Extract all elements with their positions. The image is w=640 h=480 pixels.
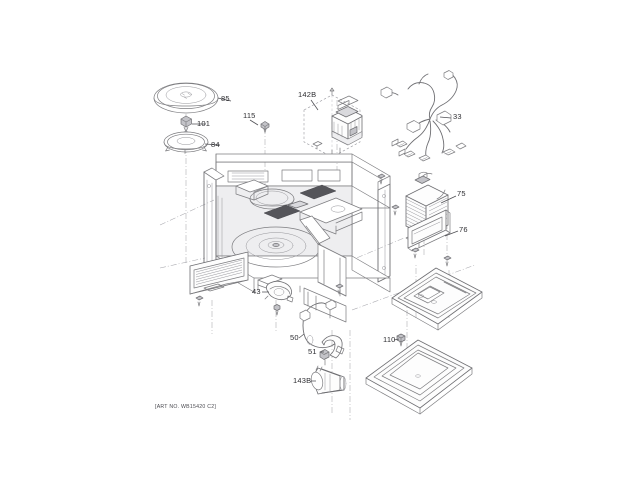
oven-cavity-assembly — [203, 153, 400, 323]
part-bottom-base-plate — [365, 339, 473, 415]
part-110-base-plate-screw — [396, 333, 406, 347]
art-number-caption: [ART NO. WB15420 C2] — [155, 404, 217, 410]
part-base-duct-pan — [391, 267, 483, 331]
callout-110: 110 — [383, 335, 396, 344]
callout-84: 84 — [211, 140, 220, 149]
part-143B-high-voltage-capacitor — [310, 365, 347, 395]
part-142B-magnetron-assembly — [303, 87, 363, 158]
callout-85: 85 — [221, 94, 230, 103]
callout-76: 76 — [459, 225, 468, 234]
part-84-turntable-roller-ring — [163, 131, 209, 154]
callout-115: 115 — [243, 111, 256, 120]
part-115-cavity-screw — [260, 121, 270, 133]
part-101-turntable-coupler — [180, 115, 192, 134]
callout-43: 43 — [252, 287, 261, 296]
callout-75: 75 — [457, 189, 466, 198]
part-grease-filter-panel — [189, 251, 249, 307]
part-85-glass-turntable-tray — [153, 82, 219, 114]
callout-leader-lines — [192, 97, 459, 382]
callout-51: 51 — [308, 347, 317, 356]
callout-143B: 143B — [293, 376, 312, 385]
part-51-noise-filter-bracket — [319, 335, 345, 366]
part-76-blower-housing-duct — [407, 209, 451, 252]
callout-142B: 142B — [298, 90, 317, 99]
callout-33: 33 — [453, 112, 462, 121]
loose-fasteners — [335, 247, 452, 295]
callout-50: 50 — [290, 333, 299, 342]
part-43-turntable-motor — [264, 280, 294, 316]
part-33-wire-harness — [380, 70, 467, 162]
callout-101: 101 — [197, 119, 211, 128]
